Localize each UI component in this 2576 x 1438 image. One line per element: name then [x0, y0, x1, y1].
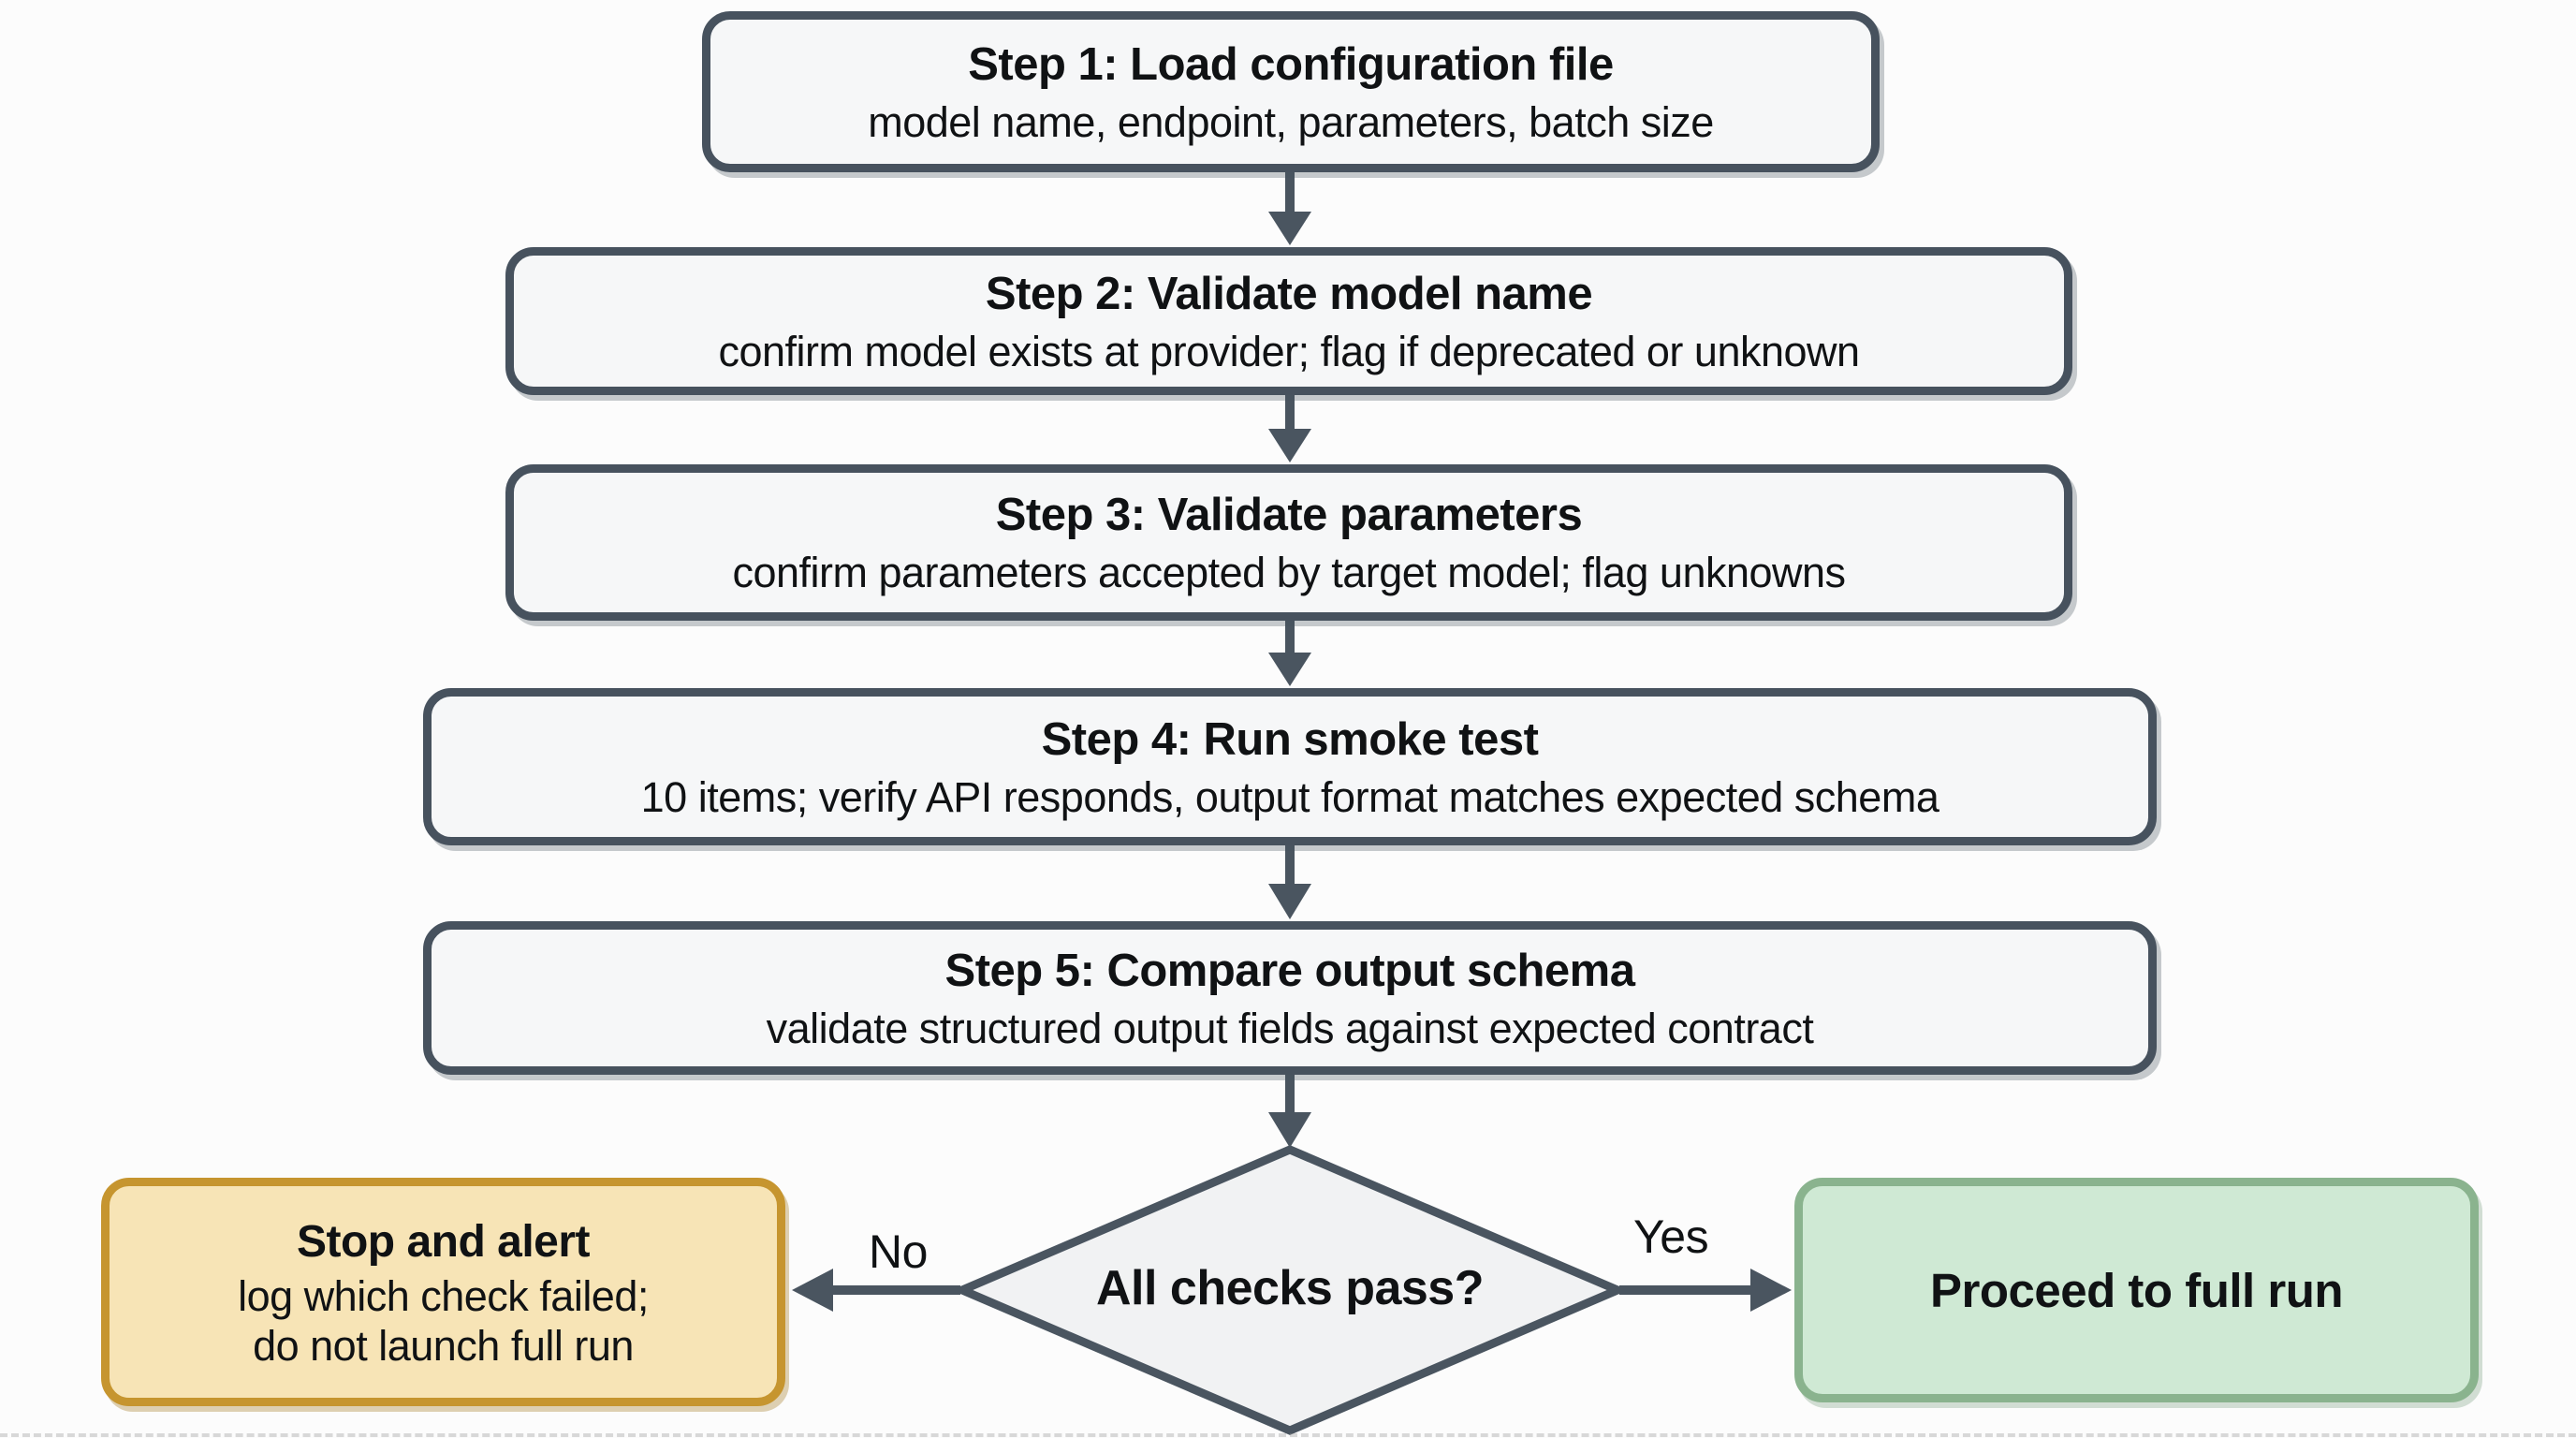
arrow-step1-to-step2 — [1268, 169, 1311, 245]
bottom-edge-dashes — [0, 1433, 2576, 1437]
arrow-step3-to-step4 — [1268, 617, 1311, 686]
step-3-node: Step 3: Validate parameters confirm para… — [505, 464, 2072, 621]
step-4-node: Step 4: Run smoke test 10 items; verify … — [423, 688, 2157, 845]
step-3-subtitle: confirm parameters accepted by target mo… — [732, 549, 1846, 597]
step-1-subtitle: model name, endpoint, parameters, batch … — [868, 97, 1714, 146]
no-branch-label: No — [869, 1225, 928, 1278]
step-5-node: Step 5: Compare output schema validate s… — [423, 921, 2157, 1075]
arrow-step2-to-step3 — [1268, 391, 1311, 462]
step-2-subtitle: confirm model exists at provider; flag i… — [718, 327, 1860, 375]
proceed-node: Proceed to full run — [1794, 1178, 2479, 1402]
proceed-node-title: Proceed to full run — [1929, 1263, 2344, 1317]
arrow-step4-to-step5 — [1268, 842, 1311, 919]
step-5-title: Step 5: Compare output schema — [944, 945, 1635, 996]
stop-node-title: Stop and alert — [296, 1216, 591, 1267]
step-2-node: Step 2: Validate model name confirm mode… — [505, 247, 2072, 395]
step-1-node: Step 1: Load configuration file model na… — [702, 11, 1880, 172]
arrow-step5-to-decision — [1268, 1071, 1311, 1148]
stop-and-alert-node: Stop and alert log which check failed; d… — [101, 1178, 785, 1406]
step-5-subtitle: validate structured output fields agains… — [766, 1004, 1814, 1052]
step-1-title: Step 1: Load configuration file — [968, 38, 1614, 90]
arrow-yes-branch — [1619, 1269, 1792, 1312]
step-4-subtitle: 10 items; verify API responds, output fo… — [640, 772, 1939, 821]
stop-node-line1: log which check failed; — [238, 1271, 649, 1320]
decision-label: All checks pass? — [1096, 1261, 1485, 1315]
step-3-title: Step 3: Validate parameters — [995, 490, 1583, 541]
step-4-title: Step 4: Run smoke test — [1041, 713, 1539, 765]
yes-branch-label: Yes — [1633, 1211, 1709, 1263]
step-2-title: Step 2: Validate model name — [985, 268, 1593, 319]
stop-node-line2: do not launch full run — [253, 1322, 634, 1370]
